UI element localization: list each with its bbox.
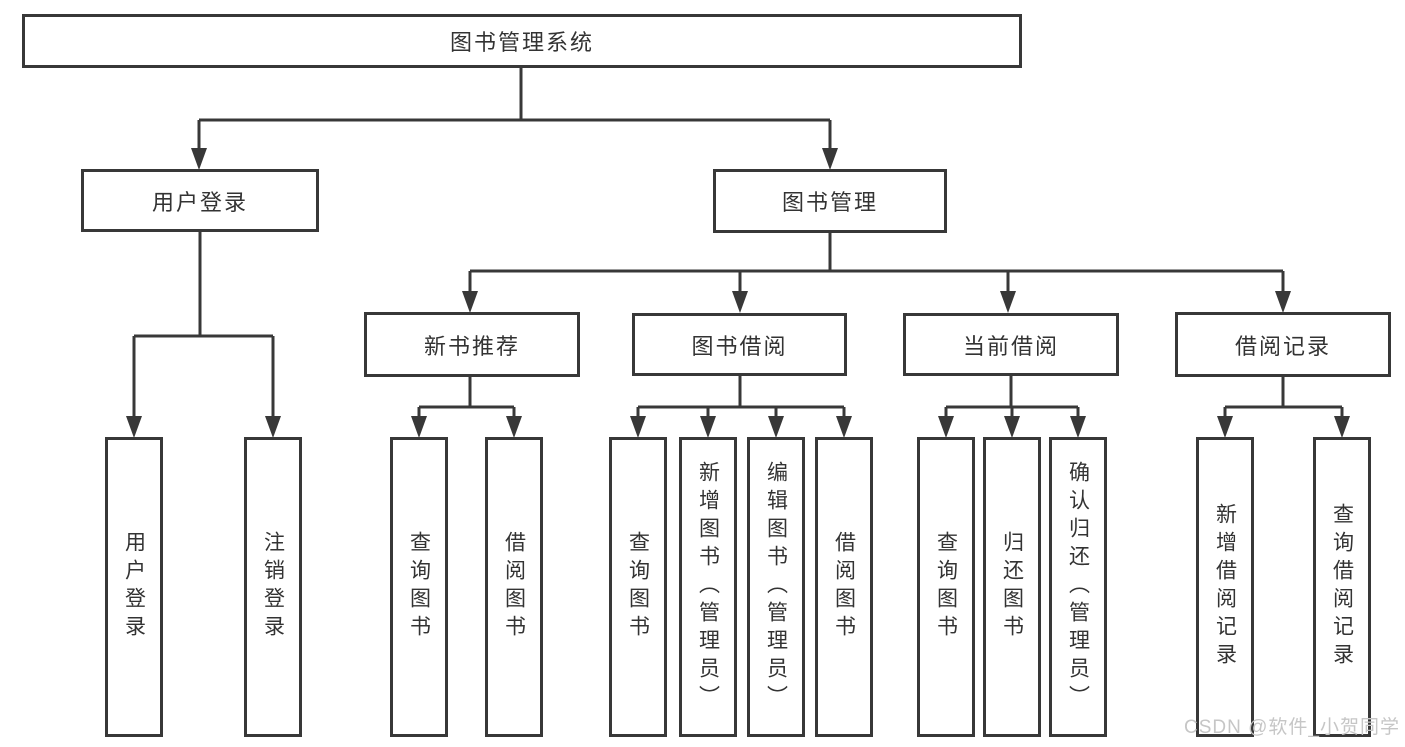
arrow-head	[126, 416, 281, 438]
arrow-head	[462, 291, 1291, 313]
leaf-query-books-borrow: 查询图书	[609, 437, 667, 737]
leaf-query-books-current: 查询图书	[917, 437, 975, 737]
node-book-borrow: 图书借阅	[632, 313, 847, 376]
leaf-query-borrow-record: 查询借阅记录	[1313, 437, 1371, 737]
leaf-query-books-recommend: 查询图书	[390, 437, 448, 737]
leaf-borrow-books-recommend: 借阅图书	[485, 437, 543, 737]
leaf-borrow-books: 借阅图书	[815, 437, 873, 737]
node-book-management: 图书管理	[713, 169, 947, 233]
arrow-head	[630, 416, 852, 438]
leaf-edit-books-admin: 编辑图书（管理员）	[747, 437, 805, 737]
connector-root-split	[197, 68, 832, 150]
connector-book-borrow-split	[636, 376, 846, 419]
csdn-watermark: CSDN @软件_小贺同学	[1184, 717, 1400, 738]
connector-borrow-records-split	[1223, 377, 1344, 419]
leaf-add-books-admin: 新增图书（管理员）	[679, 437, 737, 737]
connector-user-login-split	[132, 232, 275, 418]
leaf-add-borrow-record: 新增借阅记录	[1196, 437, 1254, 737]
arrow-head	[411, 416, 522, 438]
leaf-logout: 注销登录	[244, 437, 302, 737]
arrow-head	[938, 416, 1086, 438]
node-current-borrow: 当前借阅	[903, 313, 1119, 376]
node-borrow-records: 借阅记录	[1175, 312, 1391, 377]
connector-book-management-split	[468, 233, 1285, 293]
connector-new-book-split	[417, 377, 516, 419]
leaf-confirm-return-admin: 确认归还（管理员）	[1049, 437, 1107, 737]
node-new-book-recommend: 新书推荐	[364, 312, 580, 377]
arrow-head	[1217, 416, 1350, 438]
leaf-return-books: 归还图书	[983, 437, 1041, 737]
leaf-user-login: 用户登录	[105, 437, 163, 737]
node-root: 图书管理系统	[22, 14, 1022, 68]
node-user-login: 用户登录	[81, 169, 319, 232]
arrow-head	[191, 148, 838, 170]
connector-current-borrow-split	[944, 376, 1080, 419]
